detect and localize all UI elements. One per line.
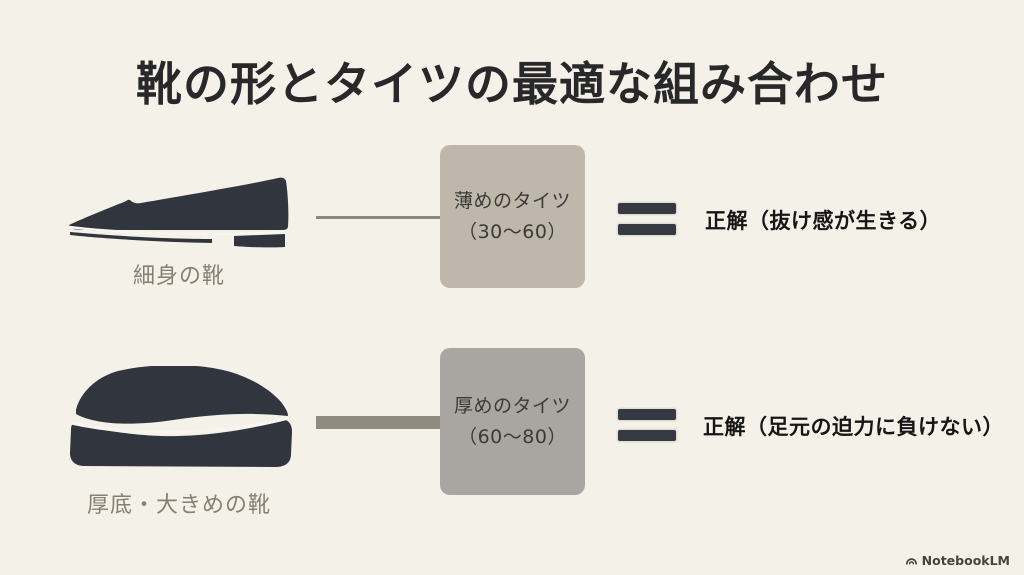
thick-tights-denier: （60〜80）	[458, 425, 567, 448]
thin-tights-box: 薄めのタイツ （30〜60）	[440, 145, 585, 288]
platform-shoe-label: 厚底・大きめの靴	[86, 493, 271, 518]
connector-line-thin	[316, 216, 440, 219]
equals-icon	[618, 203, 676, 235]
notebooklm-brand-label: NotebookLM	[921, 553, 1010, 568]
result-text-platform: 正解（足元の迫力に負けない）	[703, 415, 1004, 439]
thin-tights-denier: （30〜60）	[458, 220, 567, 243]
thick-tights-box: 厚めのタイツ （60〜80）	[440, 348, 585, 495]
result-text-slim: 正解（抜け感が生きる）	[705, 209, 942, 233]
page-title: 靴の形とタイツの最適な組み合わせ	[136, 57, 888, 111]
equals-icon	[618, 409, 676, 441]
slim-shoe-label: 細身の靴	[132, 264, 225, 289]
notebooklm-logo-icon	[905, 558, 917, 565]
thin-tights-label: 薄めのタイツ	[453, 190, 571, 213]
connector-line-thick	[316, 416, 440, 429]
flat-slim-shoe-icon	[68, 177, 289, 248]
platform-shoe-icon	[70, 366, 292, 467]
thick-tights-label: 厚めのタイツ	[453, 395, 571, 418]
notebooklm-brand: NotebookLM	[905, 553, 1010, 568]
